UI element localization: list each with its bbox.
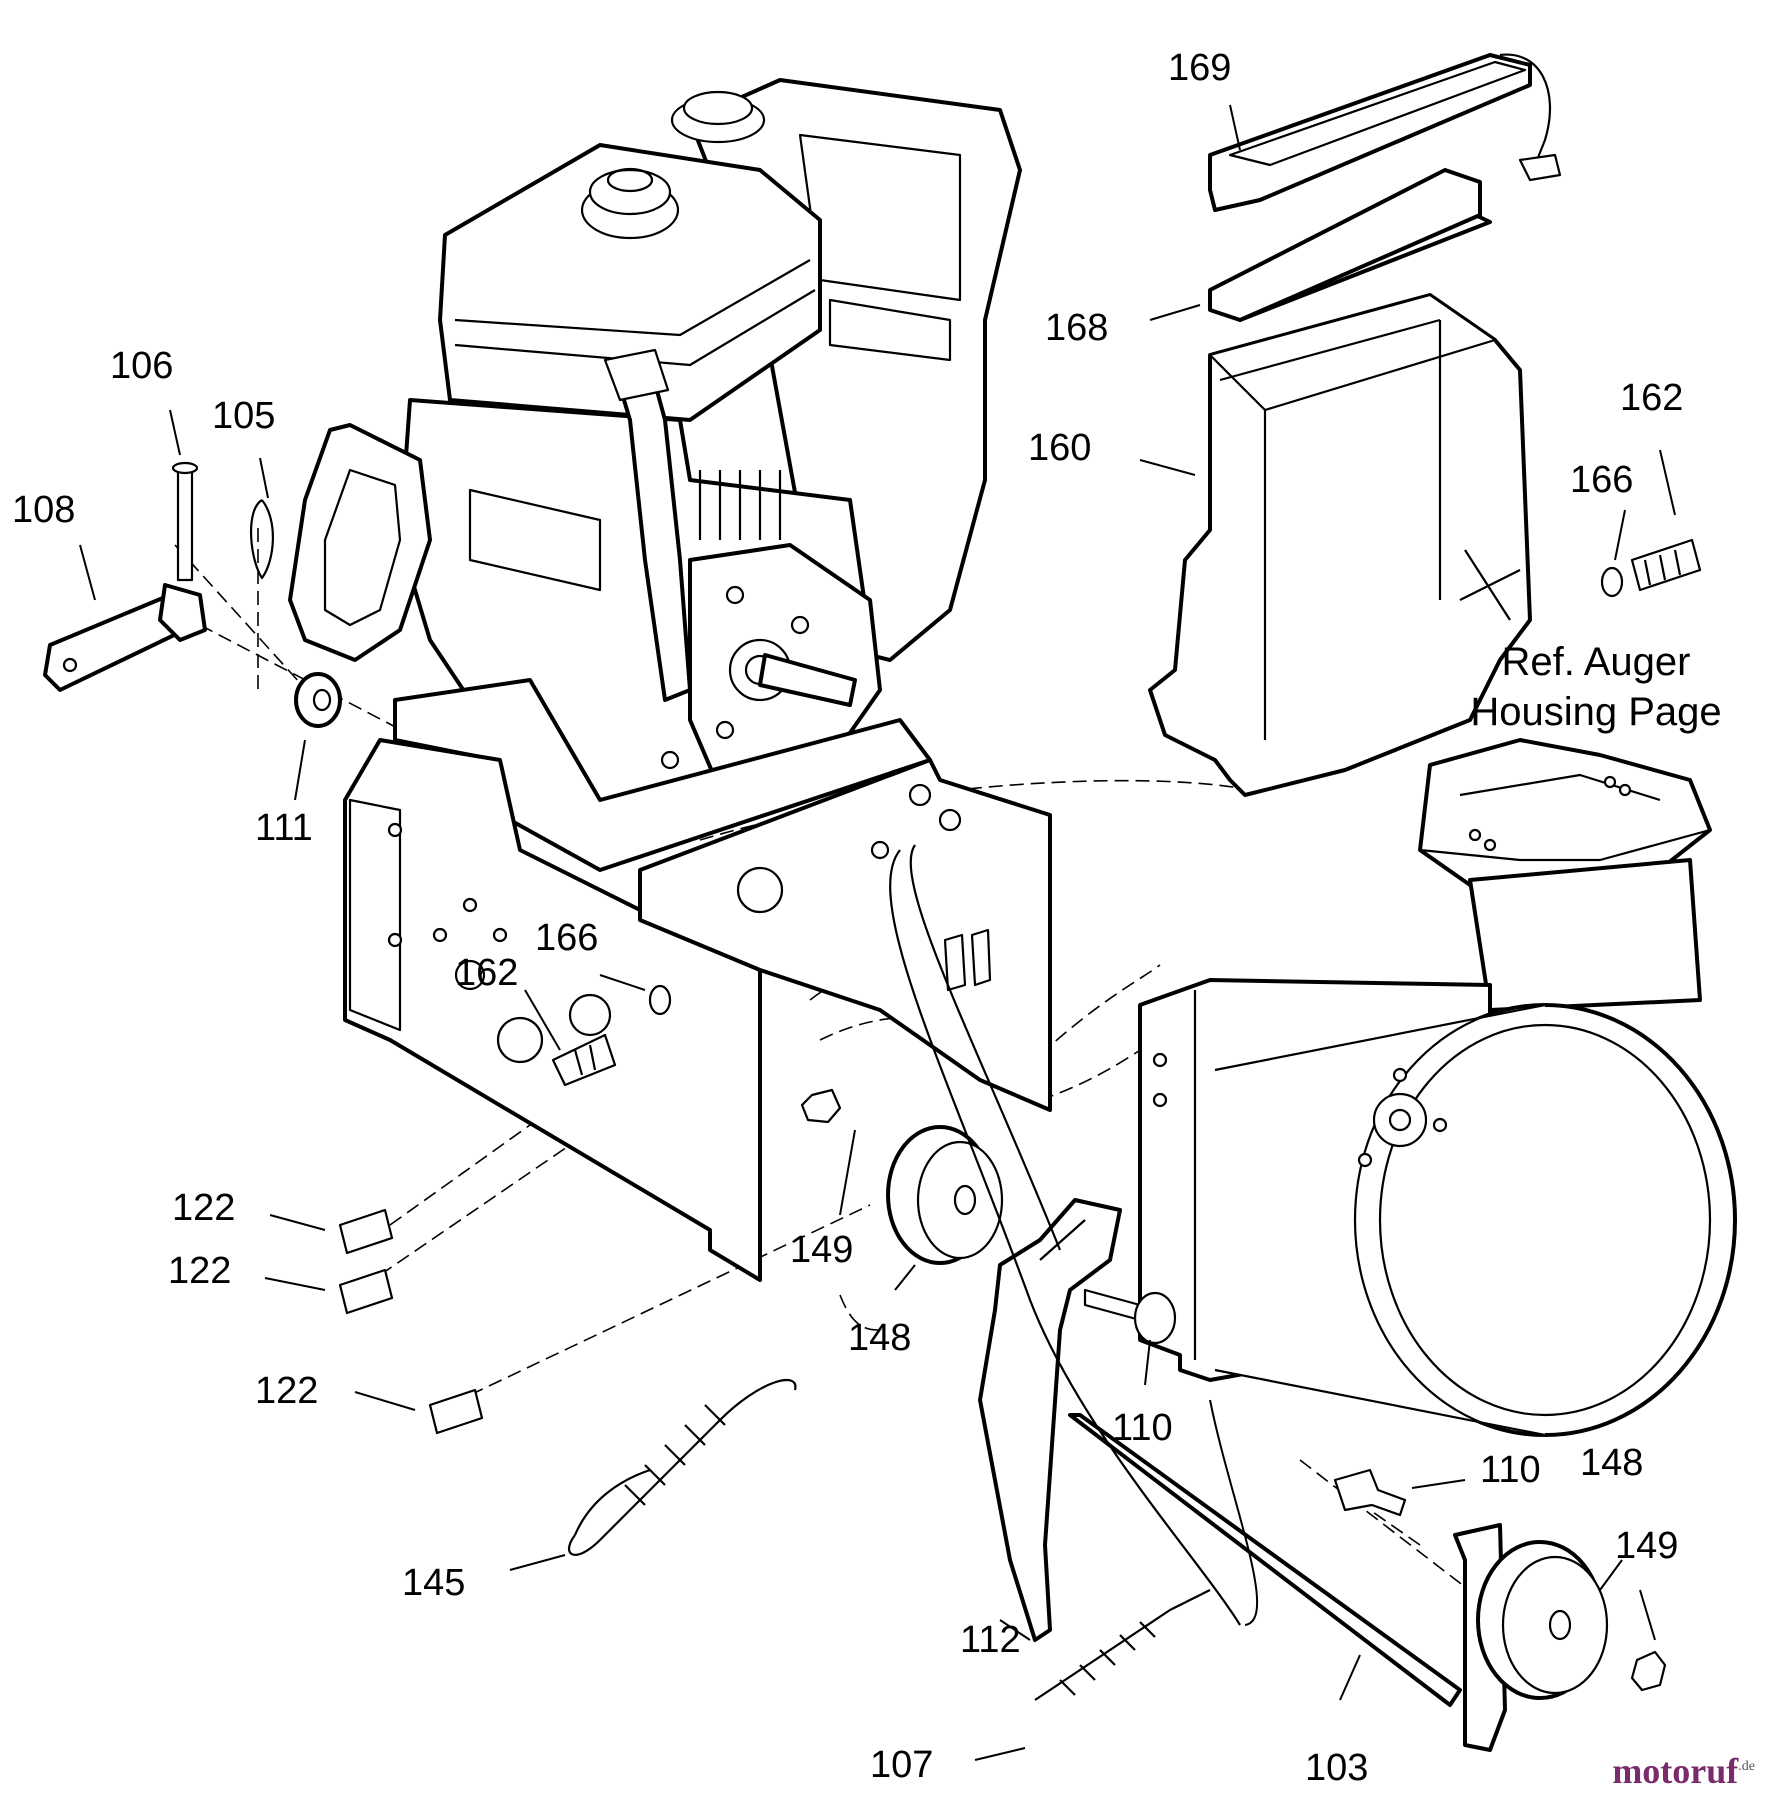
label-122-top: 122 (172, 1187, 235, 1229)
frame-illustration (343, 678, 1052, 1282)
label-162-right: 162 (1620, 377, 1683, 419)
label-168: 168 (1045, 307, 1108, 349)
label-108: 108 (12, 489, 75, 531)
label-149-right: 149 (1615, 1525, 1678, 1567)
engine-illustration (288, 78, 1022, 822)
label-122-bottom: 122 (255, 1370, 318, 1412)
cover-illustration (1208, 53, 1562, 212)
watermark-logo: motoruf.de (1612, 1750, 1755, 1792)
label-107: 107 (870, 1744, 933, 1786)
watermark-suffix: .de (1738, 1759, 1755, 1774)
label-166-right: 166 (1570, 459, 1633, 501)
impeller-housing-illustration (1138, 738, 1737, 1437)
label-111: 111 (255, 807, 313, 849)
watermark-brand: motoruf (1612, 1751, 1739, 1791)
label-106: 106 (110, 345, 173, 387)
filter-element-illustration (1208, 168, 1492, 322)
reference-line-1: Ref. Auger (1501, 640, 1690, 684)
chute-housing-illustration (1148, 293, 1532, 797)
label-169: 169 (1168, 47, 1231, 89)
label-145: 145 (402, 1562, 465, 1604)
label-112: 112 (960, 1619, 1021, 1661)
reference-note: Ref. Auger Housing Page (1470, 640, 1721, 734)
reference-line-2: Housing Page (1470, 690, 1721, 734)
leader-lines (79, 104, 1676, 1761)
label-148-right: 148 (1580, 1442, 1643, 1484)
label-122-middle: 122 (168, 1250, 231, 1292)
part-labels: 169 168 160 162 166 106 105 108 111 166 … (12, 47, 1683, 1789)
label-110-right: 110 (1480, 1449, 1541, 1491)
label-149-left: 149 (790, 1229, 853, 1271)
label-160: 160 (1028, 427, 1091, 469)
label-110-left: 110 (1112, 1407, 1173, 1449)
hardware-illustration (43, 461, 1702, 1752)
label-103: 103 (1305, 1747, 1368, 1789)
label-148-left: 148 (848, 1317, 911, 1359)
label-162-left: 162 (455, 952, 518, 994)
label-166-left: 166 (535, 917, 598, 959)
label-105: 105 (212, 395, 275, 437)
